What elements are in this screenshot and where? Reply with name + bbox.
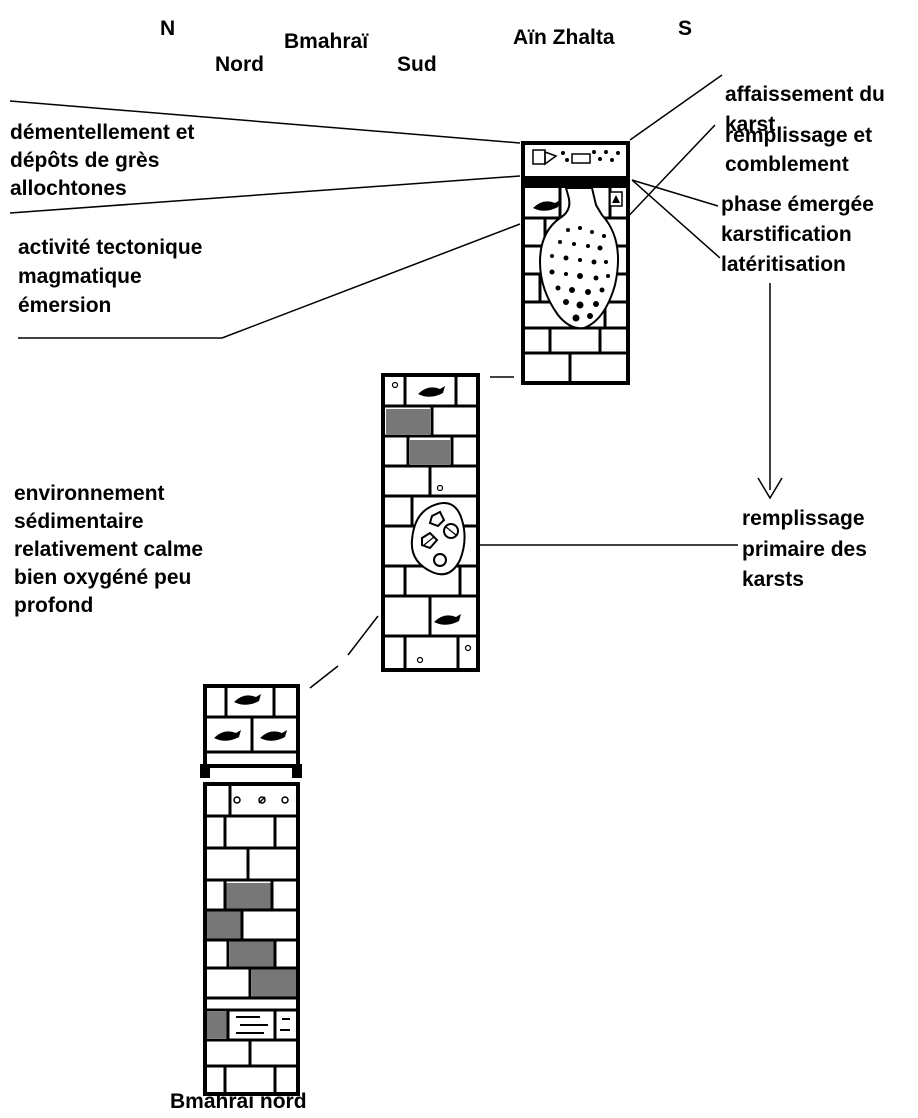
ain-zhalta-header: Aïn Zhalta (513, 26, 615, 49)
environment-annotation: environnement sédimentaire relativement … (14, 482, 203, 617)
sandstone-layer (532, 149, 620, 166)
fossil-icon (214, 730, 241, 741)
gray-block (207, 910, 241, 940)
gray-block (410, 440, 450, 464)
gray-block (230, 940, 274, 968)
karst-pocket (538, 187, 619, 330)
filling-annotation: remplissage et comblement (725, 124, 872, 176)
fossil-icon (260, 730, 287, 741)
fossil-icon (418, 386, 445, 397)
leader-line (9, 100, 521, 144)
svg-text:karst: karst (725, 113, 775, 136)
section-break (200, 764, 302, 778)
leader-line (619, 124, 716, 226)
primary-karst-fill (410, 502, 466, 576)
middle-column (381, 373, 480, 672)
leader-line (631, 179, 719, 207)
gray-block (226, 883, 272, 911)
svg-text:allochtones: allochtones (10, 177, 127, 200)
fossil-icon (434, 614, 461, 625)
connector-line (347, 615, 379, 656)
clay-lines (236, 1016, 290, 1034)
fossil-icon (533, 200, 560, 211)
oolite-icon (464, 644, 472, 652)
oolite-icon (436, 484, 444, 492)
leader-line (631, 179, 721, 259)
north-label: N (160, 17, 175, 40)
tectonic-annotation: activité tectonique magmatique émersion (18, 236, 202, 317)
svg-text:émersion: émersion (18, 294, 111, 317)
dismantling-annotation: démentellement et dépôts de grès allocht… (10, 121, 194, 200)
svg-text:karstification: karstification (721, 223, 852, 246)
svg-text:profond: profond (14, 594, 93, 617)
nord-label: Nord (215, 53, 264, 76)
emerged-phase-annotation: phase émergée karstification latéritisat… (721, 193, 874, 276)
fossil-icon (234, 694, 261, 705)
svg-text:dépôts de grès: dépôts de grès (10, 149, 159, 172)
svg-text:relativement calme: relativement calme (14, 538, 203, 561)
gray-block (207, 1012, 227, 1038)
svg-text:karsts: karsts (742, 568, 804, 591)
svg-text:remplissage et: remplissage et (725, 124, 872, 147)
laterite-band (525, 176, 626, 188)
svg-text:affaissement du: affaissement du (725, 83, 885, 106)
gray-block (252, 968, 296, 998)
bmahrai-header: Bmahraï (284, 30, 369, 53)
collapse-annotation: affaissement du karst (725, 83, 885, 136)
svg-text:latéritisation: latéritisation (721, 253, 846, 276)
connector-line (309, 665, 339, 689)
arrow-head (757, 477, 783, 500)
gray-block (386, 409, 430, 434)
svg-text:démentellement et: démentellement et (10, 121, 194, 144)
ain-zhalta-column (521, 141, 630, 385)
svg-text:comblement: comblement (725, 153, 849, 176)
svg-text:activité tectonique: activité tectonique (18, 236, 202, 259)
leader-line (221, 223, 521, 339)
brick-pattern (207, 784, 296, 1094)
svg-text:phase émergée: phase émergée (721, 193, 874, 216)
svg-text:bien oxygéné peu: bien oxygéné peu (14, 566, 191, 589)
primary-fill-annotation: remplissage primaire des karsts (742, 507, 867, 591)
svg-text:magmatique: magmatique (18, 265, 142, 288)
karst-fill-dots (549, 226, 610, 322)
leader-lines (9, 74, 783, 689)
sud-label: Sud (397, 53, 437, 76)
svg-text:environnement: environnement (14, 482, 165, 505)
svg-text:sédimentaire: sédimentaire (14, 510, 144, 533)
oolite-icon (416, 656, 424, 664)
bmahrai-nord-column (200, 684, 302, 1096)
svg-text:primaire des: primaire des (742, 538, 867, 561)
south-label: S (678, 17, 692, 40)
leader-line (9, 175, 521, 214)
svg-text:remplissage: remplissage (742, 507, 865, 530)
leader-line (629, 74, 723, 141)
oolite-icon (391, 381, 399, 389)
oolite-icons (233, 796, 289, 804)
